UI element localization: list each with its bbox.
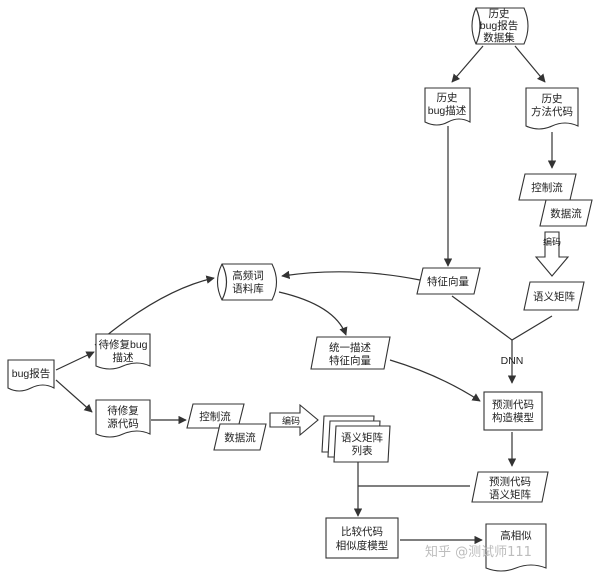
- node-semantic-matrix-list: 语义矩阵 列表: [321, 415, 391, 463]
- hist-code-line-1: 历史: [542, 93, 563, 105]
- node-high-similarity: 高相似: [485, 523, 547, 572]
- node-encode-top-arrow: 编码: [534, 231, 570, 277]
- node-control-flow-bottom: 控制流: [186, 403, 245, 429]
- edge-dataset-to-methodcode: [514, 45, 546, 83]
- node-predict-model: 预测代码 构造模型: [483, 391, 543, 431]
- edge-featurevector-to-corpus: [281, 270, 421, 281]
- watermark-text: 知乎 @测试师111: [425, 544, 532, 560]
- svg-text:源代码: 源代码: [107, 417, 139, 430]
- node-compare-model: 比较代码 相似度模型: [325, 517, 399, 559]
- node-predict-code-matrix: 预测代码 语义矩阵: [471, 471, 549, 503]
- svg-text:高频词: 高频词: [232, 269, 264, 282]
- svg-text:数据流: 数据流: [550, 207, 582, 220]
- svg-text:相似度模型: 相似度模型: [336, 539, 389, 552]
- svg-text:语义矩阵: 语义矩阵: [489, 488, 531, 501]
- node-history-bug-desc: 历史 bug描述: [424, 87, 471, 126]
- dataset-line-1: 历史: [489, 8, 510, 20]
- svg-text:统一描述: 统一描述: [329, 341, 371, 354]
- svg-text:描述: 描述: [113, 351, 134, 364]
- svg-text:特征向量: 特征向量: [329, 354, 371, 367]
- svg-text:编码: 编码: [282, 415, 300, 426]
- svg-text:列表: 列表: [352, 444, 373, 457]
- node-semantic-matrix-top: 语义矩阵: [523, 281, 585, 311]
- svg-text:预测代码: 预测代码: [489, 475, 531, 488]
- node-history-dataset: 历史 bug报告 数据集: [471, 7, 529, 45]
- node-pending-bug-desc: 待修复bug 描述: [95, 333, 151, 370]
- svg-text:构造模型: 构造模型: [492, 411, 534, 424]
- edge-dataset-to-bugdesc: [451, 45, 484, 83]
- node-bug-report: bug报告: [7, 359, 55, 392]
- hist-code-line-2: 方法代码: [531, 105, 573, 118]
- hist-desc-line-1: 历史: [437, 92, 458, 104]
- svg-text:编码: 编码: [543, 236, 561, 247]
- dataset-line-2: bug报告: [480, 19, 519, 32]
- node-encode-bottom-arrow: 编码: [269, 403, 319, 437]
- node-feature-vector: 特征向量: [416, 267, 481, 295]
- edges: [55, 45, 557, 545]
- edge-pending-desc-to-corpus: [94, 275, 215, 346]
- svg-text:语料库: 语料库: [232, 282, 264, 295]
- svg-text:待修复: 待修复: [107, 404, 139, 417]
- edge-report-to-desc: [55, 351, 95, 371]
- svg-text:高相似: 高相似: [500, 529, 532, 542]
- svg-text:bug报告: bug报告: [12, 367, 51, 380]
- hist-desc-line-2: bug描述: [428, 104, 467, 117]
- svg-text:语义矩阵: 语义矩阵: [533, 290, 575, 303]
- node-pending-source-code: 待修复 源代码: [95, 399, 151, 438]
- edge-corpus-to-unified: [278, 291, 348, 336]
- node-data-flow-bottom: 数据流: [213, 423, 267, 451]
- svg-text:控制流: 控制流: [199, 410, 231, 423]
- svg-text:数据流: 数据流: [224, 431, 256, 444]
- svg-text:比较代码: 比较代码: [341, 525, 383, 538]
- dataset-line-3: 数据集: [483, 31, 515, 44]
- edge-unified-to-model: [389, 359, 481, 402]
- svg-text:控制流: 控制流: [531, 181, 563, 194]
- svg-text:预测代码: 预测代码: [492, 398, 534, 411]
- node-unified-feature-vector: 统一描述 特征向量: [310, 336, 391, 370]
- node-data-flow-top: 数据流: [539, 199, 593, 227]
- svg-text:特征向量: 特征向量: [427, 275, 469, 288]
- node-control-flow-top: 控制流: [518, 173, 577, 201]
- svg-text:语义矩阵: 语义矩阵: [341, 431, 383, 444]
- svg-text:待修复bug: 待修复bug: [98, 338, 147, 351]
- node-history-method-code: 历史 方法代码: [525, 87, 579, 130]
- node-high-freq-corpus: 高频词 语料库: [216, 263, 278, 301]
- node-dnn-label: DNN: [501, 355, 524, 367]
- edge-report-to-source: [55, 379, 93, 413]
